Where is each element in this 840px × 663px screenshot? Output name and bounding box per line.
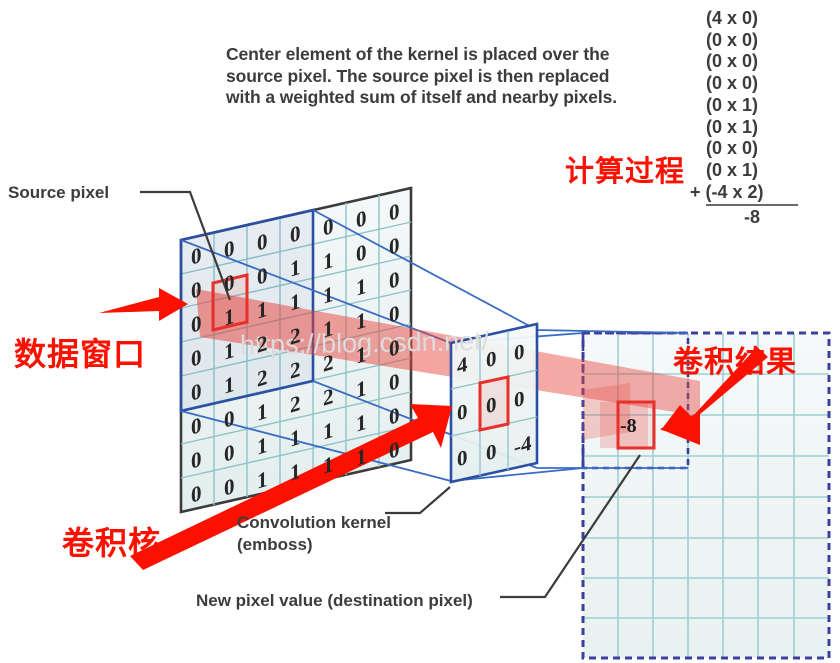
calc-term: (0 x 0) — [706, 138, 759, 159]
destination-plane — [581, 331, 831, 660]
calc-result: -8 — [743, 207, 760, 228]
description-line-1: Center element of the kernel is placed o… — [226, 44, 610, 64]
description-text: Center element of the kernel is placed o… — [226, 44, 696, 109]
calc-term: (0 x 1) — [706, 94, 759, 115]
description-line-2: source pixel. The source pixel is then r… — [226, 65, 610, 86]
kernel-center-cell — [478, 375, 510, 432]
calc-term: (0 x 0) — [706, 29, 759, 50]
annotation-conv-result: 卷积结果 — [673, 345, 797, 380]
label-convolution-kernel: Convolution kernel — [237, 513, 391, 532]
calc-term: (0 x 1) — [706, 159, 759, 180]
description-line-3: with a weighted sum of itself and nearby… — [226, 87, 617, 107]
annotation-conv-kernel: 卷积核 — [62, 524, 162, 562]
calc-divider — [706, 204, 798, 207]
label-new-pixel-value: New pixel value (destination pixel) — [196, 591, 473, 610]
source-highlight-cell — [211, 273, 249, 332]
label-convolution-kernel-sub: (emboss) — [237, 535, 313, 554]
calc-term-last: + (-4 x 2) — [690, 181, 764, 202]
calc-term: (0 x 1) — [706, 116, 759, 137]
leader-lines — [140, 190, 641, 599]
calculation-list: (4 x 0) (0 x 0) (0 x 0) (0 x 0) (0 x 1) … — [690, 8, 826, 229]
red-arrows — [99, 288, 768, 570]
calc-term: (4 x 0) — [706, 8, 759, 28]
kernel-plane — [449, 322, 539, 484]
calc-term: (0 x 0) — [706, 51, 759, 72]
annotation-calculation-process: 计算过程 — [565, 154, 686, 188]
label-source-pixel: Source pixel — [8, 183, 110, 202]
destination-highlight-cell — [616, 400, 656, 450]
calc-term: (0 x 0) — [706, 73, 759, 94]
annotation-data-window: 数据窗口 — [14, 335, 147, 373]
projection-lines — [180, 209, 689, 482]
destination-result-cell: -8 — [620, 415, 637, 437]
